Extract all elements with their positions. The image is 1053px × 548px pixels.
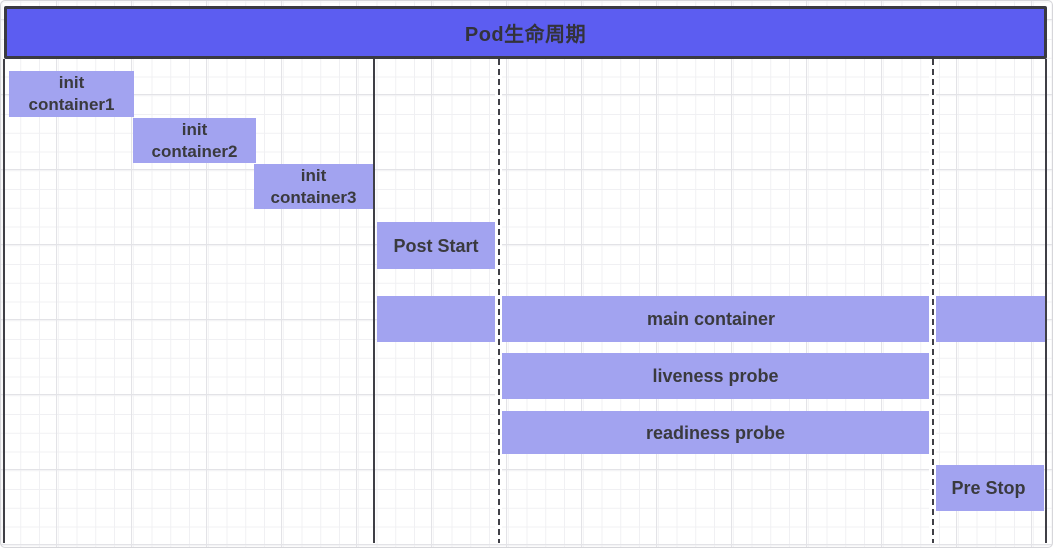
bar-label: init xyxy=(58,73,85,92)
bar-init-container1: init container1 xyxy=(9,71,134,117)
left-border-line xyxy=(3,59,5,543)
bar-label: readiness probe xyxy=(645,422,786,443)
bar-main-container: main container xyxy=(377,296,1045,342)
bar-label: container3 xyxy=(270,187,357,207)
init-done-divider-line xyxy=(373,59,375,543)
right-border-line xyxy=(1045,59,1047,543)
bar-label: init xyxy=(181,119,208,139)
bar-label: liveness probe xyxy=(652,366,779,386)
bar-label: Post Start xyxy=(393,235,479,256)
dashed-line-stroke xyxy=(931,59,934,543)
bar-label: init xyxy=(300,165,327,185)
bar-label: main container xyxy=(646,309,776,329)
bar-readiness-probe: readiness probe xyxy=(499,411,932,454)
diagram-title-bar: Pod生命周期 xyxy=(4,6,1047,59)
bar-label: container2 xyxy=(151,141,238,161)
bar-label: container1 xyxy=(28,95,115,114)
diagram-title: Pod生命周期 xyxy=(464,24,587,46)
bar-label: Pre Stop xyxy=(951,478,1026,498)
bar-init-container3: init container3 xyxy=(254,164,373,209)
container-stop-dashed-line xyxy=(929,59,936,543)
container-start-dashed-line xyxy=(495,59,502,543)
bar-liveness-probe: liveness probe xyxy=(499,353,932,399)
bar-init-container2: init container2 xyxy=(133,118,256,163)
dashed-line-stroke xyxy=(497,59,500,543)
bar-post-start: Post Start xyxy=(377,222,495,269)
bar-pre-stop: Pre Stop xyxy=(933,465,1044,511)
